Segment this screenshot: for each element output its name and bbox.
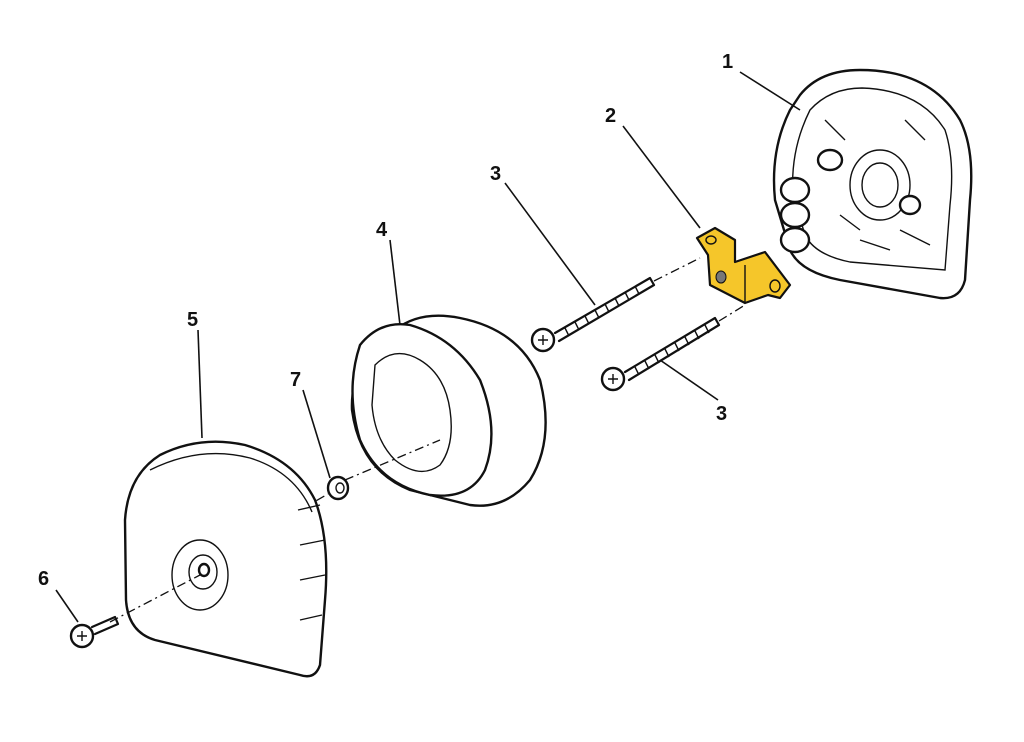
part-washer xyxy=(326,475,350,501)
callout-2: 2 xyxy=(605,105,616,127)
callout-3-lower: 3 xyxy=(716,403,727,425)
callout-7: 7 xyxy=(290,369,301,391)
part-long-screw-upper xyxy=(530,257,701,353)
assembly-axis-line xyxy=(344,439,441,481)
callout-3-upper: 3 xyxy=(490,163,501,185)
part-cover xyxy=(123,440,328,678)
assembly-axis-line xyxy=(109,574,201,623)
leader-lines xyxy=(55,71,801,623)
part-foam-filter-ring xyxy=(350,314,547,507)
callout-5: 5 xyxy=(187,309,198,331)
part-long-screw-lower xyxy=(600,304,746,392)
callout-4: 4 xyxy=(376,219,388,241)
callout-6: 6 xyxy=(38,568,49,590)
part-cover-screw xyxy=(69,615,120,649)
callout-1: 1 xyxy=(722,51,733,73)
part-bracket xyxy=(695,226,792,305)
part-housing xyxy=(772,68,973,300)
